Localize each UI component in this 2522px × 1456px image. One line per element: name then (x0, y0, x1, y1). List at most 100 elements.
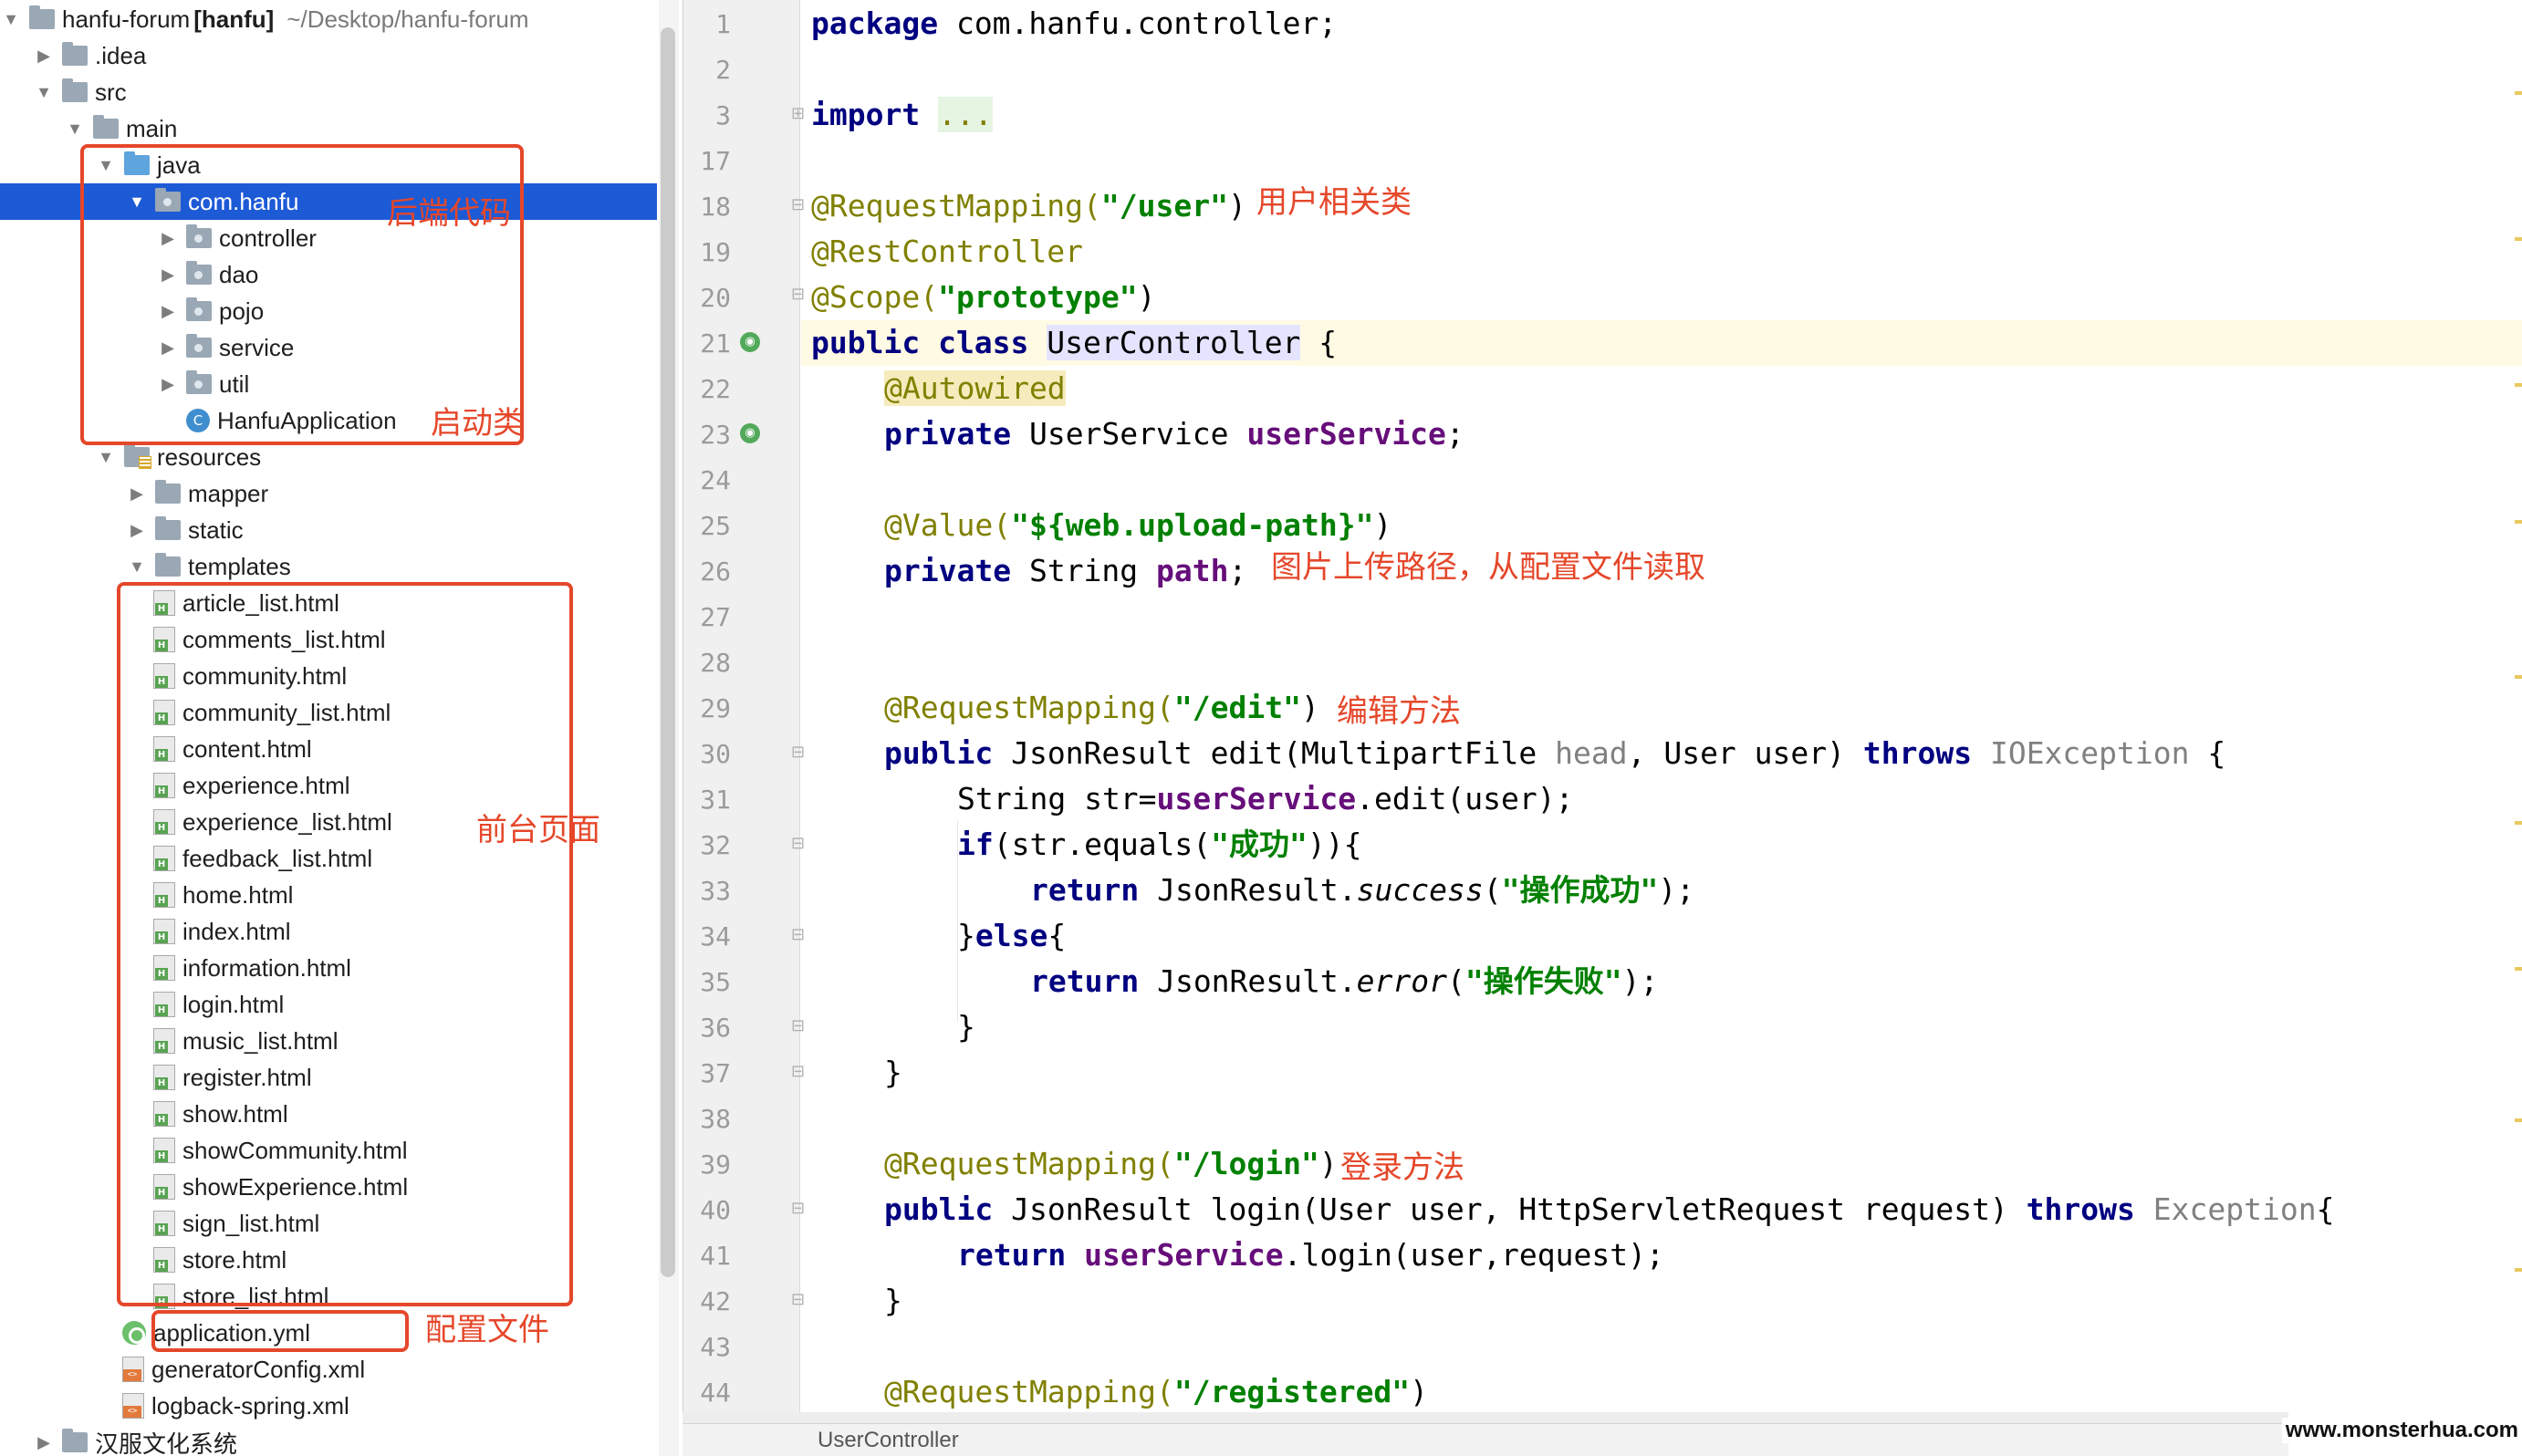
fold-marker-icon[interactable]: ⊟ (791, 1016, 806, 1035)
line-number[interactable]: 29 (700, 693, 731, 723)
line-number[interactable]: 36 (700, 1013, 731, 1043)
expand-arrow-icon[interactable]: ▶ (162, 301, 174, 320)
line-number[interactable]: 3 (715, 100, 731, 130)
tree-item-resources[interactable]: ▼ resources (0, 439, 657, 475)
line-number[interactable]: 22 (700, 374, 731, 404)
tree-item-dao[interactable]: ▶dao (0, 256, 657, 293)
tree-item-main[interactable]: ▼ main (0, 110, 657, 147)
line-number[interactable]: 24 (700, 465, 731, 495)
expand-arrow-icon[interactable]: ▶ (130, 520, 143, 539)
code-line-29[interactable]: @RequestMapping("/edit") (811, 685, 1319, 731)
code-line-40[interactable]: public JsonResult login(User user, HttpS… (811, 1187, 2334, 1232)
code-line-39[interactable]: @RequestMapping("/login") (811, 1141, 1338, 1187)
tree-item-static[interactable]: ▶ static (0, 512, 657, 548)
line-number[interactable]: 38 (700, 1104, 731, 1134)
tree-item-template-file[interactable]: ▶showCommunity.html (0, 1132, 657, 1169)
fold-marker-icon[interactable]: ⊟ (791, 1199, 806, 1217)
tree-item-template-file[interactable]: ▶article_list.html (0, 585, 657, 621)
spring-bean-icon[interactable]: ◉ (740, 332, 760, 352)
tree-item-template-file[interactable]: ▶community.html (0, 658, 657, 694)
folded-imports[interactable]: ... (938, 97, 993, 132)
line-number[interactable]: 42 (700, 1286, 731, 1316)
tree-item-java[interactable]: ▼ java (0, 147, 657, 183)
code-line-36[interactable]: } (811, 1004, 975, 1050)
code-line-21[interactable]: public class UserController { (811, 320, 1337, 366)
fold-marker-icon[interactable]: ⊟ (791, 834, 806, 852)
tree-item-template-file[interactable]: ▶showExperience.html (0, 1169, 657, 1205)
editor-horizontal-scrollbar[interactable] (683, 1412, 2288, 1423)
error-stripe-mark[interactable] (2515, 383, 2522, 387)
code-line-33[interactable]: return JsonResult.success("操作成功"); (1030, 872, 1695, 908)
breadcrumb[interactable]: UserController (683, 1423, 2288, 1456)
tree-root[interactable]: ▼ hanfu-forum [hanfu] ~/Desktop/hanfu-fo… (0, 1, 657, 37)
tree-item-template-file[interactable]: ▶store.html (0, 1242, 657, 1278)
tree-item-hanfu-application[interactable]: ▶ C HanfuApplication (0, 402, 657, 439)
tree-item-templates[interactable]: ▼ templates (0, 548, 657, 585)
expand-arrow-icon[interactable]: ▶ (130, 484, 143, 503)
code-line-20[interactable]: @Scope("prototype") (811, 275, 1156, 320)
expand-arrow-icon[interactable]: ▶ (37, 1432, 50, 1451)
code-line-31[interactable]: String str=userService.edit(user); (811, 776, 1574, 822)
expand-arrow-icon[interactable]: ▶ (162, 374, 174, 393)
line-number[interactable]: 28 (700, 648, 731, 678)
code-line-30[interactable]: public JsonResult edit(MultipartFile hea… (811, 731, 2225, 776)
tree-item-template-file[interactable]: ▶information.html (0, 950, 657, 986)
line-number[interactable]: 31 (700, 785, 731, 815)
line-number[interactable]: 25 (700, 511, 731, 541)
code-line-1[interactable]: package com.hanfu.controller; (811, 1, 1337, 47)
error-stripe-mark[interactable] (2515, 237, 2522, 241)
expand-arrow-icon[interactable]: ▶ (162, 338, 174, 357)
tree-item-template-file[interactable]: ▶index.html (0, 913, 657, 950)
line-number[interactable]: 37 (700, 1058, 731, 1088)
fold-marker-icon[interactable]: ⊟ (791, 195, 806, 213)
tree-item-src[interactable]: ▼ src (0, 74, 657, 110)
line-number[interactable]: 21 (700, 328, 731, 359)
code-line-42[interactable]: } (811, 1278, 902, 1324)
fold-marker-icon[interactable]: ⊞ (791, 104, 806, 122)
line-number[interactable]: 30 (700, 739, 731, 769)
code-line-44[interactable]: @RequestMapping("/registered") (811, 1369, 1428, 1415)
line-number[interactable]: 35 (700, 967, 731, 997)
autowired-bean-icon[interactable]: ◉ (740, 423, 760, 443)
tree-item-template-file[interactable]: ▶login.html (0, 986, 657, 1023)
error-stripe-mark[interactable] (2515, 821, 2522, 825)
tree-scrollbar-thumb[interactable] (661, 27, 675, 1277)
code-line-22[interactable]: @Autowired (811, 366, 1066, 411)
collapse-arrow-icon[interactable]: ▼ (3, 9, 19, 28)
expand-arrow-icon[interactable]: ▶ (162, 265, 174, 284)
tree-item-application-yml[interactable]: ▶ application.yml (0, 1315, 657, 1351)
fold-marker-icon[interactable]: ⊟ (791, 1290, 806, 1308)
tree-item-template-file[interactable]: ▶register.html (0, 1059, 657, 1096)
line-number[interactable]: 32 (700, 830, 731, 860)
tree-item-generator-config[interactable]: ▶ generatorConfig.xml (0, 1351, 657, 1388)
error-stripe-mark[interactable] (2515, 967, 2522, 971)
collapse-arrow-icon[interactable]: ▼ (129, 556, 145, 576)
error-stripe-mark[interactable] (2515, 1268, 2522, 1272)
code-line-23[interactable]: private UserService userService; (811, 411, 1464, 457)
tree-item-template-file[interactable]: ▶sign_list.html (0, 1205, 657, 1242)
expand-arrow-icon[interactable]: ▶ (162, 228, 174, 247)
tree-item-template-file[interactable]: ▶experience.html (0, 767, 657, 804)
line-number[interactable]: 44 (700, 1378, 731, 1408)
collapse-arrow-icon[interactable]: ▼ (36, 82, 52, 101)
tree-item-sibling-folder[interactable]: ▶ 汉服文化系统 (0, 1424, 657, 1456)
line-number[interactable]: 41 (700, 1241, 731, 1271)
collapse-arrow-icon[interactable]: ▼ (129, 192, 145, 211)
line-number[interactable]: 19 (700, 237, 731, 267)
code-line-34[interactable]: }else{ (811, 913, 1066, 959)
line-number[interactable]: 17 (700, 146, 731, 176)
error-stripe-mark[interactable] (2515, 91, 2522, 95)
code-line-32[interactable]: if(str.equals("成功")){ (811, 822, 1362, 868)
line-number[interactable]: 2 (715, 55, 731, 85)
fold-marker-icon[interactable]: ⊟ (791, 925, 806, 943)
line-number[interactable]: 20 (700, 283, 731, 313)
tree-item-template-file[interactable]: ▶experience_list.html (0, 804, 657, 840)
error-stripe-mark[interactable] (2515, 1118, 2522, 1122)
collapse-arrow-icon[interactable]: ▼ (98, 155, 114, 174)
line-number[interactable]: 43 (700, 1332, 731, 1362)
line-number[interactable]: 18 (700, 192, 731, 222)
code-line-19[interactable]: @RestController (811, 229, 1083, 275)
error-stripe-mark[interactable] (2515, 675, 2522, 679)
tree-item-service[interactable]: ▶service (0, 329, 657, 366)
